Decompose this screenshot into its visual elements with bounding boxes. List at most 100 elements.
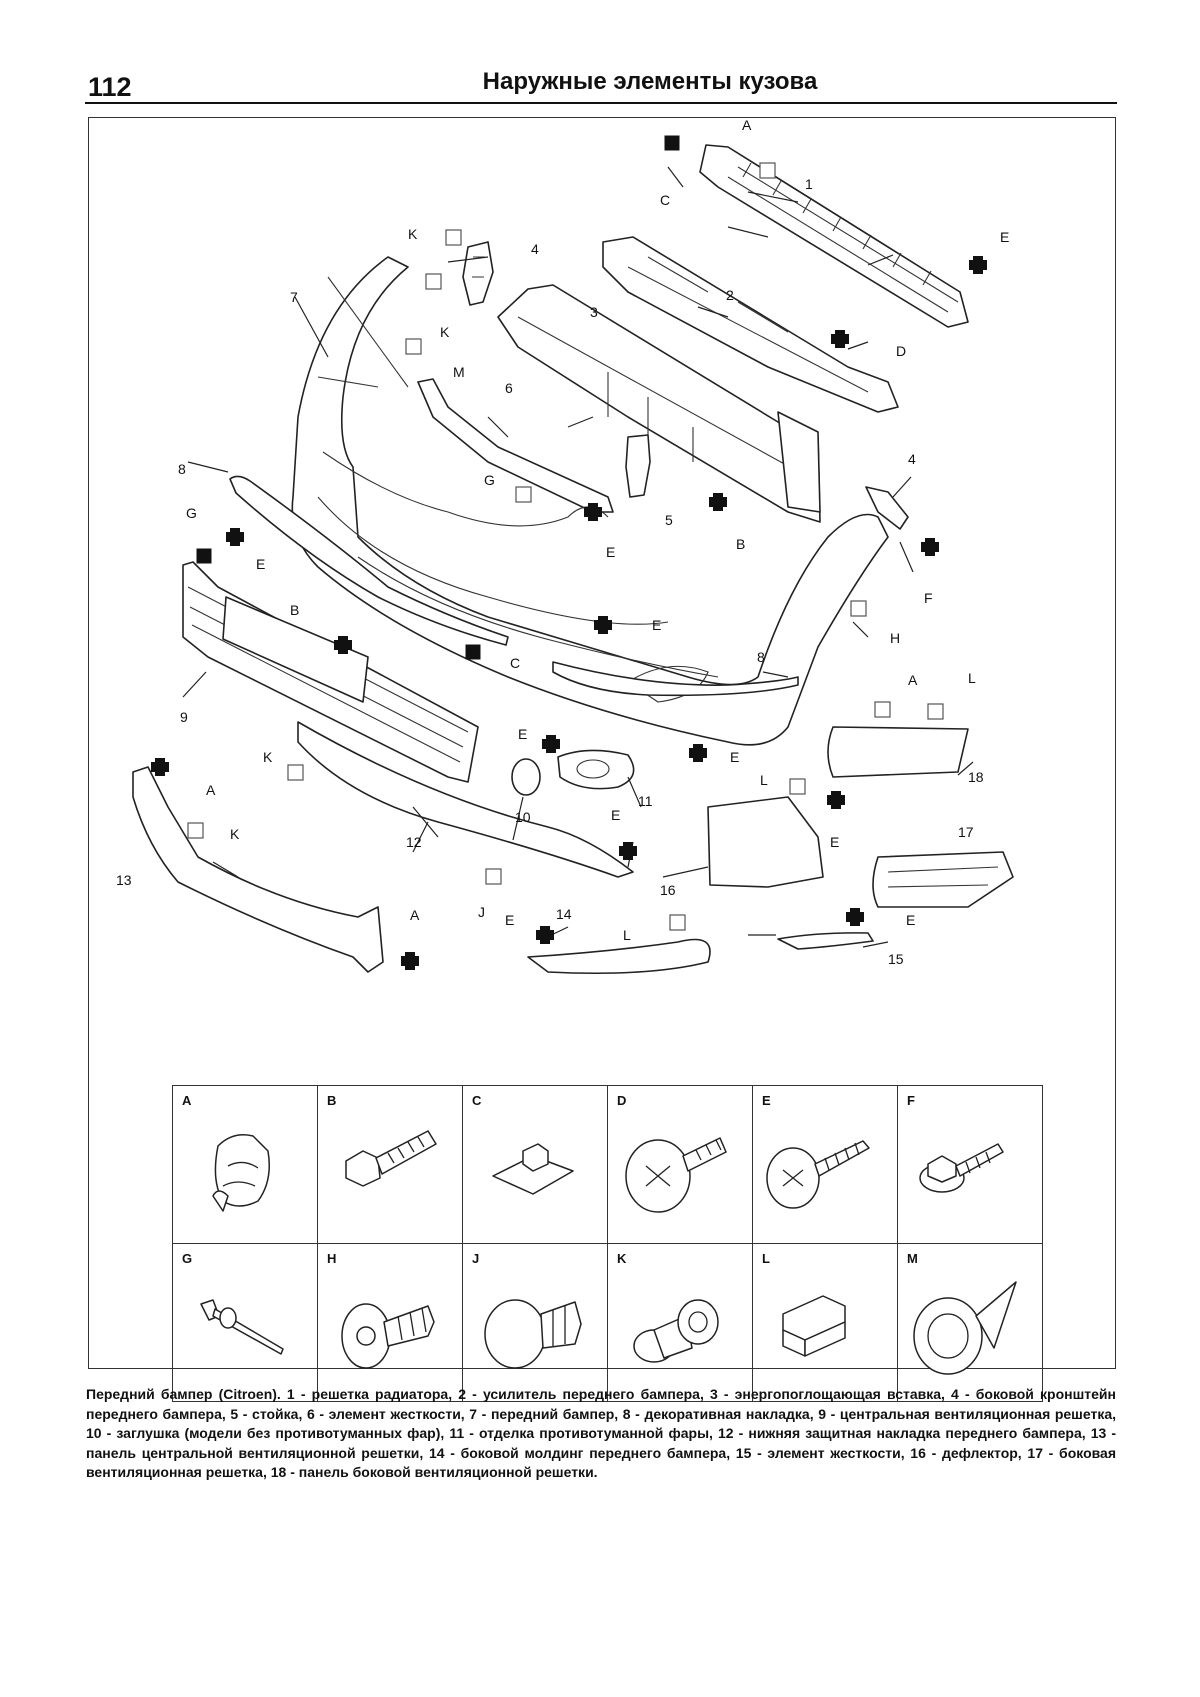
callout-13: 13: [116, 872, 132, 888]
callout-letter-E: E: [730, 749, 739, 765]
symbol-square-L3: [669, 914, 686, 931]
bolt-flange-icon: [345, 1130, 437, 1187]
part-side-vent-panel: [827, 726, 969, 778]
fastener-cell-a: A: [172, 1085, 318, 1244]
mushroom-clip-icon: [484, 1299, 582, 1369]
fastener-cell-d: D: [607, 1085, 753, 1244]
symbol-cross-A2: [401, 952, 419, 970]
callout-10: 10: [515, 809, 531, 825]
symbol-solid-square-C-top: [664, 135, 680, 151]
callout-4-left: 4: [531, 241, 539, 257]
symbol-cross-E10: [846, 908, 864, 926]
symbol-solid-square-C-mid: [465, 644, 481, 660]
nut-plate-icon: [492, 1143, 574, 1195]
part-decorative-trim-right: [552, 661, 799, 697]
symbol-square-L-right: [927, 703, 944, 720]
fastener-letter: F: [907, 1093, 915, 1108]
callout-11: 11: [638, 793, 653, 809]
callout-letter-E: E: [518, 726, 527, 742]
callout-letter-B: B: [736, 536, 745, 552]
fastener-letter: C: [472, 1093, 482, 1108]
callout-16: 16: [660, 882, 676, 898]
push-clip-icon: [341, 1303, 435, 1369]
callout-letter-G: G: [484, 472, 495, 488]
symbol-cross-B1: [709, 493, 727, 511]
part-stiffener: [417, 378, 614, 513]
symbol-cross-A1: [151, 758, 169, 776]
callout-letter-B: B: [290, 602, 299, 618]
callout-4-right: 4: [908, 451, 916, 467]
callout-letter-J: J: [478, 904, 485, 920]
phillips-screw-icon: [766, 1140, 870, 1209]
clip-icon: [212, 1134, 270, 1212]
symbol-square-G: [515, 486, 532, 503]
page-title: Наружные элементы кузова: [482, 68, 818, 95]
fastener-cell-g: G: [172, 1243, 318, 1402]
part-stiffener-right: [777, 932, 874, 950]
fastener-row: A B C D: [172, 1085, 1043, 1244]
fastener-cell-j: J: [462, 1243, 608, 1402]
callout-letter-L: L: [623, 927, 631, 943]
phillips-bolt-icon: [625, 1137, 727, 1213]
symbol-square-J: [485, 868, 502, 885]
leader-lines: [182, 166, 974, 948]
part-side-bracket-right: [865, 486, 909, 530]
fastener-letter: J: [472, 1251, 480, 1266]
callout-letter-A: A: [410, 907, 420, 923]
callout-3: 3: [590, 304, 598, 320]
callout-letter-C: C: [660, 192, 670, 208]
callout-letter-H: H: [890, 630, 900, 646]
plug-clip-icon: [633, 1299, 719, 1363]
symbol-square-L2: [789, 778, 806, 795]
callout-letter-E: E: [611, 807, 620, 823]
callout-8-left: 8: [178, 461, 186, 477]
fastener-cell-m: M: [897, 1243, 1043, 1402]
symbol-cross-D: [831, 330, 849, 348]
callout-letter-K: K: [263, 749, 273, 765]
callout-letter-A: A: [742, 117, 752, 133]
fastener-letter: G: [182, 1251, 193, 1266]
callout-letter-K: K: [230, 826, 240, 842]
callout-9: 9: [180, 709, 188, 725]
part-fog-lamp-plug: [511, 758, 541, 796]
callout-8-right: 8: [757, 649, 765, 665]
hex-self-tapping-screw-icon: [919, 1143, 1004, 1193]
symbol-cross-F: [921, 538, 939, 556]
callout-letter-F: F: [924, 590, 933, 606]
callout-letter-M: M: [453, 364, 465, 380]
fastener-cell-k: K: [607, 1243, 753, 1402]
callout-1: 1: [805, 176, 813, 192]
fastener-letter: L: [762, 1251, 770, 1266]
fastener-cell-l: L: [752, 1243, 898, 1402]
symbol-cross-E5: [542, 735, 560, 753]
callout-letter-E: E: [606, 544, 615, 560]
cone-clip-icon: [913, 1281, 1017, 1375]
part-side-vent-grille: [872, 851, 1014, 908]
callout-labels: 1 2 3 4 4 5 6 7 8 8 9 10 11 12 13 14 15 …: [116, 117, 1009, 967]
fastener-table: A B C D: [172, 1085, 1043, 1402]
part-bumper-reinforcement: [602, 236, 899, 413]
symbol-square-A-right: [874, 701, 891, 718]
part-stand: [625, 434, 651, 498]
spring-clip-icon: [782, 1295, 846, 1357]
symbol-cross-E1: [969, 256, 987, 274]
callout-12: 12: [406, 834, 422, 850]
part-side-bracket-left: [462, 241, 494, 306]
figure-caption: Передний бампер (Citroen). 1 - решетка р…: [86, 1386, 1116, 1480]
fastener-cell-f: F: [897, 1085, 1043, 1244]
callout-letter-A: A: [908, 672, 918, 688]
callout-letter-K: K: [408, 226, 418, 242]
symbol-square-K3: [287, 764, 304, 781]
callout-letter-E: E: [830, 834, 839, 850]
callout-18: 18: [968, 769, 984, 785]
callout-letter-K: K: [440, 324, 450, 340]
symbol-cross-E9: [536, 926, 554, 944]
fastener-letter: D: [617, 1093, 627, 1108]
fastener-letter: M: [907, 1251, 918, 1266]
exploded-view-diagram: 1 2 3 4 4 5 6 7 8 8 9 10 11 12 13 14 15 …: [116, 117, 1014, 975]
part-decorative-trim-left: [229, 475, 509, 646]
callout-7: 7: [290, 289, 298, 305]
symbol-square-H: [850, 600, 867, 617]
fastener-letter: E: [762, 1093, 771, 1108]
part-central-vent-grille: [182, 561, 479, 783]
